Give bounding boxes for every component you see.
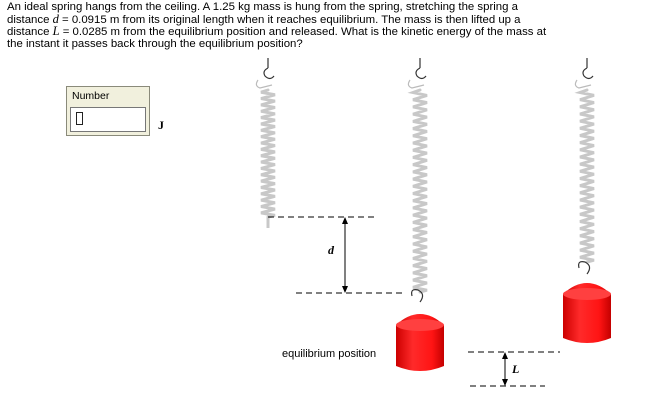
d-label: d (328, 243, 335, 257)
mass-block (563, 283, 611, 343)
mass-block (396, 314, 444, 371)
question-line-4: the instant it passes back through the e… (7, 37, 303, 50)
number-input[interactable] (70, 107, 146, 132)
ceiling-hook-icon (255, 58, 275, 89)
ceiling-hook-icon (574, 58, 594, 89)
d-dimension-arrow (342, 217, 348, 293)
spring-coil (574, 88, 595, 264)
spring-equilibrium (396, 58, 444, 371)
answer-panel: Number (66, 86, 150, 136)
question-line-2: distance d = 0.0915 m from its original … (7, 11, 521, 26)
question-line-3: distance L = 0.0285 m from the equilibri… (7, 24, 547, 39)
unit-label: J (158, 118, 164, 132)
question-line-1: An ideal spring hangs from the ceiling. … (7, 1, 518, 13)
spring-coil (260, 88, 276, 219)
ceiling-hook-icon (407, 58, 427, 89)
equilibrium-position-label: equilibrium position (282, 348, 376, 360)
spring-coil (407, 88, 428, 294)
L-dimension-arrow (502, 352, 508, 386)
spring-unstretched (255, 58, 276, 228)
number-label: Number (72, 90, 110, 102)
spring-lifted (563, 58, 611, 343)
question-text: An ideal spring hangs from the ceiling. … (7, 1, 637, 50)
L-label: L (511, 362, 519, 376)
